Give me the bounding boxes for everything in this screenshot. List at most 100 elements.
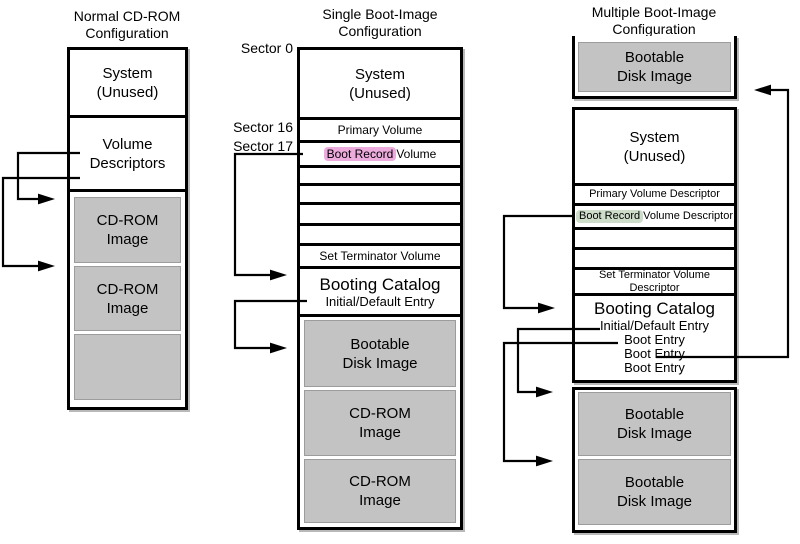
col3-top-bootable-box: Bootable Disk Image (572, 36, 737, 99)
cdrom-image-line2: Image (106, 231, 149, 248)
col3-top-bootable-disk-image: Bootable Disk Image (578, 42, 731, 92)
col3-system-line2: (Unused) (623, 147, 686, 165)
arrow-initial-to-bootable-head (270, 342, 287, 354)
col2-set-terminator-row: Set Terminator Volume (300, 246, 460, 266)
boot-entry-label-3: Boot Entry (624, 360, 685, 375)
col3-system-area: System (Unused) (575, 110, 734, 183)
boot-record-suffix: Volume (396, 147, 437, 161)
initial-default-entry-label: Initial/Default Entry (325, 294, 435, 309)
booting-catalog-label: Booting Catalog (594, 299, 715, 318)
col1-cdrom-image-2: CD-ROM Image (74, 266, 181, 331)
col2-bootable-disk-image: Bootable Disk Image (304, 320, 456, 387)
arrow-bootentry1-to-bootable2-head (536, 455, 553, 467)
set-terminator-label: Set Terminator Volume (319, 249, 441, 263)
arrow-bootentry2-to-topimage-head (754, 84, 771, 96)
col2-title: Single Boot-Image Configuration (295, 6, 465, 40)
cdrom-image-line2: Image (359, 424, 401, 441)
col2-disc-box: System (Unused) Primary Volume Boot Reco… (297, 47, 463, 530)
cdrom-image-line1: CD-ROM (96, 280, 159, 298)
col1-cdrom-image-1: CD-ROM Image (74, 197, 181, 263)
col2-system-line1: System (354, 65, 405, 83)
arrow-volume-to-cdrom1-head (38, 193, 55, 205)
divider (575, 247, 734, 250)
col2-title-line2: Configuration (338, 23, 422, 39)
col3-empty-row-2 (575, 250, 734, 267)
set-terminator-descriptor-label: Set Terminator Volume Descriptor (598, 268, 711, 294)
col3-empty-row-1 (575, 230, 734, 247)
col1-title-line1: Normal CD-ROM (73, 8, 181, 24)
col2-system-area: System (Unused) (300, 50, 460, 117)
sector-16-label: Sector 16 (233, 119, 293, 135)
boot-record-highlight-green: Boot Record (575, 210, 644, 223)
primary-volume-descriptor-label: Primary Volume Descriptor (589, 188, 720, 200)
boot-record-suffix: Volume Descriptor (643, 210, 734, 222)
bootable-disk-line1: Bootable (350, 335, 410, 353)
cdrom-image-line1: CD-ROM (96, 212, 159, 229)
divider (70, 115, 185, 118)
bootable-disk-line2: Disk Image (616, 425, 693, 442)
col3-disc-box: System (Unused) Primary Volume Descripto… (572, 107, 737, 383)
col3-booting-catalog-area: Booting Catalog Initial/Default Entry Bo… (575, 296, 734, 380)
boot-record-highlight-pink: Boot Record (323, 147, 397, 161)
boot-entry-label-1: Boot Entry (624, 332, 685, 347)
bootable-disk-line2: Disk Image (342, 354, 418, 372)
sector-17-label: Sector 17 (233, 138, 293, 154)
divider (300, 140, 460, 143)
divider (70, 189, 185, 192)
divider (300, 243, 460, 246)
col2-empty-row-4 (300, 226, 460, 243)
col2-empty-row-1 (300, 168, 460, 183)
col1-title: Normal CD-ROM Configuration (42, 8, 212, 42)
arrow-bootrecord-to-catalog-head (270, 269, 287, 281)
cdrom-image-line2: Image (359, 492, 401, 509)
col3-system-line1: System (629, 128, 680, 146)
arrow-bootrecord-desc-to-catalog-head (538, 302, 555, 314)
boot-entry-label-2: Boot Entry (624, 346, 685, 361)
col2-cdrom-image-1: CD-ROM Image (304, 390, 456, 456)
booting-catalog-label: Booting Catalog (319, 275, 441, 294)
col3-boot-record-row: Boot Record Volume Descriptor (575, 206, 734, 227)
divider (300, 183, 460, 186)
col1-title-line2: Configuration (85, 25, 169, 41)
col3-set-terminator-row: Set Terminator Volume Descriptor (575, 268, 734, 294)
sector-0-label: Sector 0 (240, 40, 293, 56)
cdrom-image-line2: Image (106, 299, 149, 317)
bootable-disk-line2: Disk Image (616, 493, 693, 510)
divider (300, 202, 460, 205)
col1-system-line2: (Unused) (96, 83, 159, 101)
col2-boot-record-row: Boot Record Volume (300, 143, 460, 165)
arrow-bootrecord-to-catalog-line (233, 152, 303, 277)
col1-system-line1: System (102, 64, 153, 82)
col1-volume-line1: Volume (102, 135, 153, 153)
divider (300, 314, 460, 317)
col2-empty-row-3 (300, 205, 460, 223)
arrow-initial-to-bootable1-head (536, 386, 553, 398)
col3-title-line2: Configuration (612, 21, 696, 37)
primary-volume-label: Primary Volume (337, 123, 423, 137)
divider (300, 266, 460, 269)
divider (575, 293, 734, 296)
col3-title-line1: Multiple Boot-Image (591, 4, 717, 20)
divider (300, 165, 460, 168)
col3-primary-volume-row: Primary Volume Descriptor (575, 186, 734, 203)
divider (575, 203, 734, 206)
col2-title-line1: Single Boot-Image (322, 6, 438, 22)
cdrom-image-line1: CD-ROM (349, 473, 411, 490)
arrow-volume-to-cdrom2-head (38, 260, 55, 272)
col2-system-line2: (Unused) (349, 84, 411, 102)
divider (575, 183, 734, 186)
col3-bootable-disk-image-1: Bootable Disk Image (578, 392, 731, 456)
col1-volume-descriptors-area: Volume Descriptors (70, 118, 185, 189)
divider (300, 223, 460, 226)
col1-system-area: System (Unused) (70, 50, 185, 115)
bootable-disk-line1: Bootable (624, 474, 685, 491)
col3-title: Multiple Boot-Image Configuration (569, 4, 739, 38)
bootable-disk-line1: Bootable (624, 406, 685, 423)
col2-cdrom-image-2: CD-ROM Image (304, 459, 456, 523)
arrow-bootrecord-desc-to-catalog-line (502, 214, 574, 310)
col2-primary-volume-row: Primary Volume (300, 120, 460, 140)
initial-default-entry-label: Initial/Default Entry (599, 318, 710, 333)
cdrom-image-line1: CD-ROM (349, 405, 411, 422)
divider (300, 117, 460, 120)
